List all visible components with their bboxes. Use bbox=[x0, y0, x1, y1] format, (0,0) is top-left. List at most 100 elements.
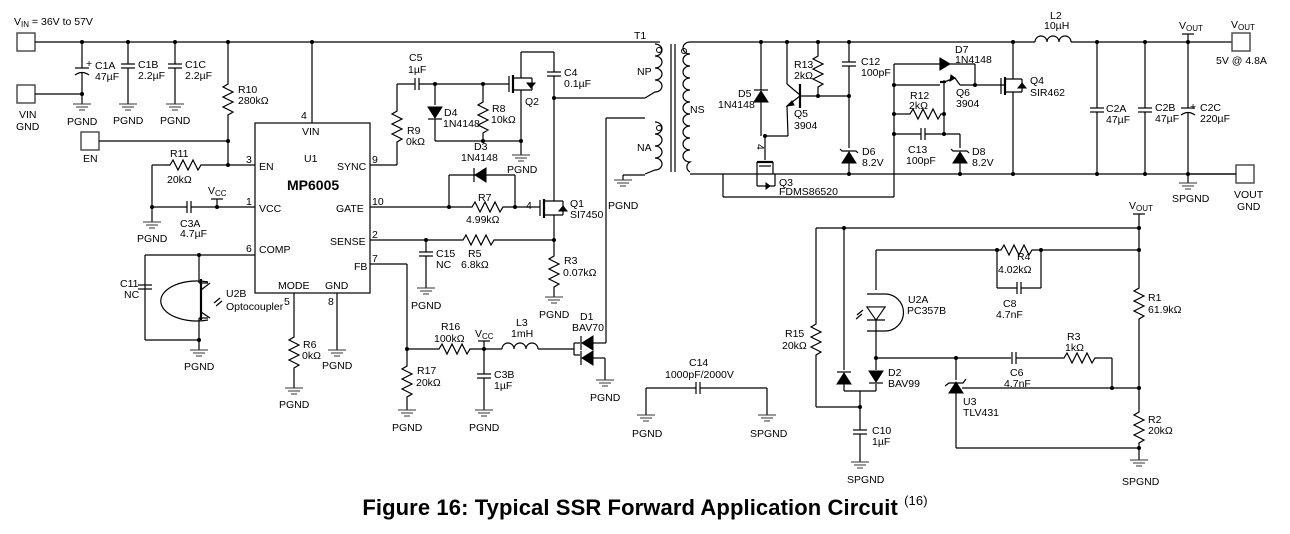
svg-text:SPGND: SPGND bbox=[1172, 193, 1210, 205]
svg-text:1kΩ: 1kΩ bbox=[1065, 342, 1084, 354]
svg-text:0kΩ: 0kΩ bbox=[406, 136, 425, 148]
svg-text:C1B: C1B bbox=[138, 59, 158, 71]
capacitor-c1c bbox=[165, 40, 185, 111]
svg-text:C2C: C2C bbox=[1200, 102, 1221, 114]
bjt-q5 bbox=[785, 40, 848, 137]
svg-text:Q5: Q5 bbox=[794, 108, 808, 120]
svg-text:Q2: Q2 bbox=[525, 96, 539, 108]
svg-text:2: 2 bbox=[372, 229, 378, 241]
svg-text:8.2V: 8.2V bbox=[862, 157, 884, 169]
vcc-rail-label: VCC bbox=[208, 185, 227, 198]
vout-gnd-port[interactable] bbox=[1235, 164, 1255, 184]
svg-text:D3: D3 bbox=[474, 141, 488, 153]
vout-port[interactable] bbox=[1231, 32, 1251, 52]
svg-text:+: + bbox=[1190, 101, 1196, 113]
svg-text:1N4148: 1N4148 bbox=[718, 99, 755, 111]
svg-text:10: 10 bbox=[372, 196, 384, 208]
en-port[interactable] bbox=[80, 131, 100, 151]
svg-text:Q6: Q6 bbox=[956, 87, 970, 99]
svg-text:NC: NC bbox=[436, 259, 452, 271]
svg-text:4.99kΩ: 4.99kΩ bbox=[466, 214, 500, 226]
svg-text:SI7450: SI7450 bbox=[570, 209, 603, 221]
svg-text:1000pF/2000V: 1000pF/2000V bbox=[665, 369, 734, 381]
vin-port[interactable] bbox=[16, 32, 36, 52]
svg-text:C3A: C3A bbox=[180, 218, 200, 230]
svg-text:Optocoupler: Optocoupler bbox=[226, 301, 284, 313]
svg-text:MODE: MODE bbox=[278, 280, 310, 292]
svg-text:D8: D8 bbox=[972, 146, 986, 158]
svg-text:D4: D4 bbox=[444, 107, 458, 119]
svg-text:R17: R17 bbox=[417, 365, 436, 377]
svg-text:C6: C6 bbox=[1010, 367, 1024, 379]
resistor-r10 bbox=[222, 40, 234, 167]
svg-text:T1: T1 bbox=[634, 30, 646, 42]
vout-rail-label: VOUT bbox=[1179, 20, 1203, 33]
svg-text:20kΩ: 20kΩ bbox=[1148, 425, 1173, 437]
svg-text:PGND: PGND bbox=[113, 115, 144, 127]
svg-text:1µF: 1µF bbox=[494, 380, 512, 392]
mosfet-q1 bbox=[539, 199, 569, 240]
vin-gnd-port[interactable] bbox=[16, 84, 36, 104]
figure-caption: Figure 16: Typical SSR Forward Applicati… bbox=[362, 493, 928, 520]
svg-text:R6: R6 bbox=[303, 339, 317, 351]
svg-text:C12: C12 bbox=[861, 56, 880, 68]
svg-text:Q3: Q3 bbox=[779, 177, 793, 189]
svg-text:R1: R1 bbox=[1148, 292, 1162, 304]
svg-text:SPGND: SPGND bbox=[1122, 476, 1160, 488]
vout-rail-label: VOUT bbox=[1129, 200, 1153, 213]
capacitor-c12 bbox=[839, 40, 859, 176]
svg-text:1N4148: 1N4148 bbox=[955, 54, 992, 66]
svg-text:8.2V: 8.2V bbox=[972, 157, 994, 169]
svg-text:R3: R3 bbox=[1067, 331, 1081, 343]
svg-text:C3B: C3B bbox=[494, 369, 514, 381]
svg-text:C11: C11 bbox=[120, 278, 139, 290]
svg-text:280kΩ: 280kΩ bbox=[238, 95, 269, 107]
svg-text:SIR462: SIR462 bbox=[1030, 87, 1065, 99]
vcc-rail-label: VCC bbox=[475, 328, 494, 341]
svg-text:PGND: PGND bbox=[608, 200, 639, 212]
feedback-network bbox=[816, 213, 1149, 467]
svg-text:R3: R3 bbox=[564, 255, 578, 267]
svg-text:20kΩ: 20kΩ bbox=[167, 174, 192, 186]
u1-ref: U1 bbox=[304, 153, 318, 165]
svg-text:R8: R8 bbox=[492, 103, 506, 115]
capacitor-c4 bbox=[546, 52, 645, 200]
svg-text:220µF: 220µF bbox=[1200, 113, 1230, 125]
svg-text:C2B: C2B bbox=[1155, 102, 1175, 114]
svg-text:R4: R4 bbox=[1017, 251, 1031, 263]
svg-text:9: 9 bbox=[372, 154, 378, 166]
svg-text:1N4148: 1N4148 bbox=[461, 152, 498, 164]
svg-text:6.8kΩ: 6.8kΩ bbox=[461, 259, 489, 271]
svg-text:FB: FB bbox=[354, 261, 367, 273]
svg-text:C13: C13 bbox=[908, 144, 927, 156]
u1-part: MP6005 bbox=[287, 177, 339, 193]
svg-text:L3: L3 bbox=[516, 317, 528, 329]
svg-text:C10: C10 bbox=[872, 425, 891, 437]
vout-spec: 5V @ 4.8A bbox=[1216, 55, 1267, 67]
svg-text:PGND: PGND bbox=[392, 422, 423, 434]
svg-text:10µH: 10µH bbox=[1044, 20, 1069, 32]
fb-network bbox=[370, 263, 574, 417]
svg-text:7: 7 bbox=[372, 253, 378, 265]
svg-text:NC: NC bbox=[124, 289, 140, 301]
svg-text:R16: R16 bbox=[441, 321, 460, 333]
svg-text:U2B: U2B bbox=[226, 288, 246, 300]
output-filter bbox=[1034, 33, 1232, 190]
svg-text:4.7µF: 4.7µF bbox=[180, 228, 207, 240]
svg-text:C5: C5 bbox=[409, 52, 423, 64]
svg-text:4: 4 bbox=[526, 200, 532, 212]
svg-text:D2: D2 bbox=[888, 367, 902, 379]
svg-text:L2: L2 bbox=[1050, 10, 1062, 22]
svg-text:61.9kΩ: 61.9kΩ bbox=[1148, 304, 1182, 316]
svg-text:GND: GND bbox=[1237, 201, 1261, 213]
svg-text:4: 4 bbox=[301, 110, 307, 122]
svg-text:PGND: PGND bbox=[184, 361, 215, 373]
svg-text:1mH: 1mH bbox=[511, 328, 533, 340]
c1a-ref: C1A bbox=[95, 60, 115, 72]
svg-text:PGND: PGND bbox=[322, 360, 353, 372]
resistor-r6 bbox=[284, 293, 304, 395]
optocoupler-u2b bbox=[144, 253, 255, 357]
resistor-r11 bbox=[142, 159, 255, 229]
svg-text:U2A: U2A bbox=[908, 294, 928, 306]
